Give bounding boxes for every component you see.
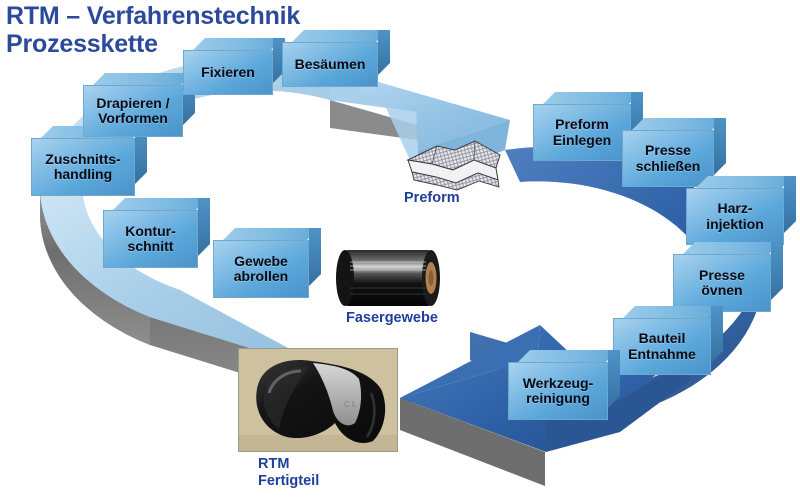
box-top-face [683, 242, 781, 254]
box-top-face [193, 38, 283, 50]
step-label: Gewebe abrollen [213, 240, 309, 298]
box-right-face [198, 198, 210, 256]
caption-fasergewebe: Fasergewebe [346, 310, 438, 326]
box-right-face [135, 126, 147, 184]
box-right-face [784, 176, 796, 233]
fiber-spool-image [336, 250, 440, 306]
box-top-face [632, 118, 724, 130]
step-label: Presse schließen [622, 130, 714, 187]
step-label: Kontur- schnitt [103, 210, 198, 268]
step-label: Besäumen [282, 42, 378, 87]
box-right-face [378, 30, 390, 75]
box-top-face [93, 73, 193, 85]
box-right-face [608, 350, 620, 408]
step-label: Werkzeug- reinigung [508, 362, 608, 420]
step-label: Fixieren [183, 50, 273, 95]
box-top-face [623, 306, 721, 318]
box-top-face [543, 92, 641, 104]
step-box-presse-oeffnen[interactable]: Presse övnen [673, 242, 783, 312]
box-top-face [292, 30, 388, 42]
page-title: RTM – Verfahrenstechnik Prozesskette [6, 2, 301, 58]
step-box-drapieren-vorformen[interactable]: Drapieren / Vorformen [83, 73, 195, 137]
preform-sketch-image [406, 140, 501, 191]
box-top-face [113, 198, 208, 210]
rtm-part-photo: C L [238, 348, 398, 452]
step-box-besaeumen[interactable]: Besäumen [282, 30, 390, 87]
step-box-bauteil-entnahme[interactable]: Bauteil Entnahme [613, 306, 723, 375]
step-label: Drapieren / Vorformen [83, 85, 183, 137]
step-label: Bauteil Entnahme [613, 318, 711, 375]
step-box-harzinjektion[interactable]: Harz- injektion [686, 176, 796, 245]
box-top-face [518, 350, 618, 362]
box-right-face [771, 242, 783, 300]
step-label: Presse övnen [673, 254, 771, 312]
step-box-presse-schliessen[interactable]: Presse schließen [622, 118, 726, 187]
step-label: Zuschnitts- handling [31, 138, 135, 196]
box-right-face [309, 228, 321, 286]
svg-text:C L: C L [344, 400, 357, 409]
box-top-face [696, 176, 794, 188]
step-box-kontur-schnitt[interactable]: Kontur- schnitt [103, 198, 210, 268]
box-right-face [711, 306, 723, 363]
box-right-face [714, 118, 726, 175]
step-box-werkzeugreinigung[interactable]: Werkzeug- reinigung [508, 350, 620, 420]
caption-rtm-fertigteil: RTM Fertigteil [258, 456, 320, 489]
box-top-face [223, 228, 319, 240]
caption-preform: Preform [404, 190, 460, 206]
step-box-gewebe-abrollen[interactable]: Gewebe abrollen [213, 228, 321, 298]
